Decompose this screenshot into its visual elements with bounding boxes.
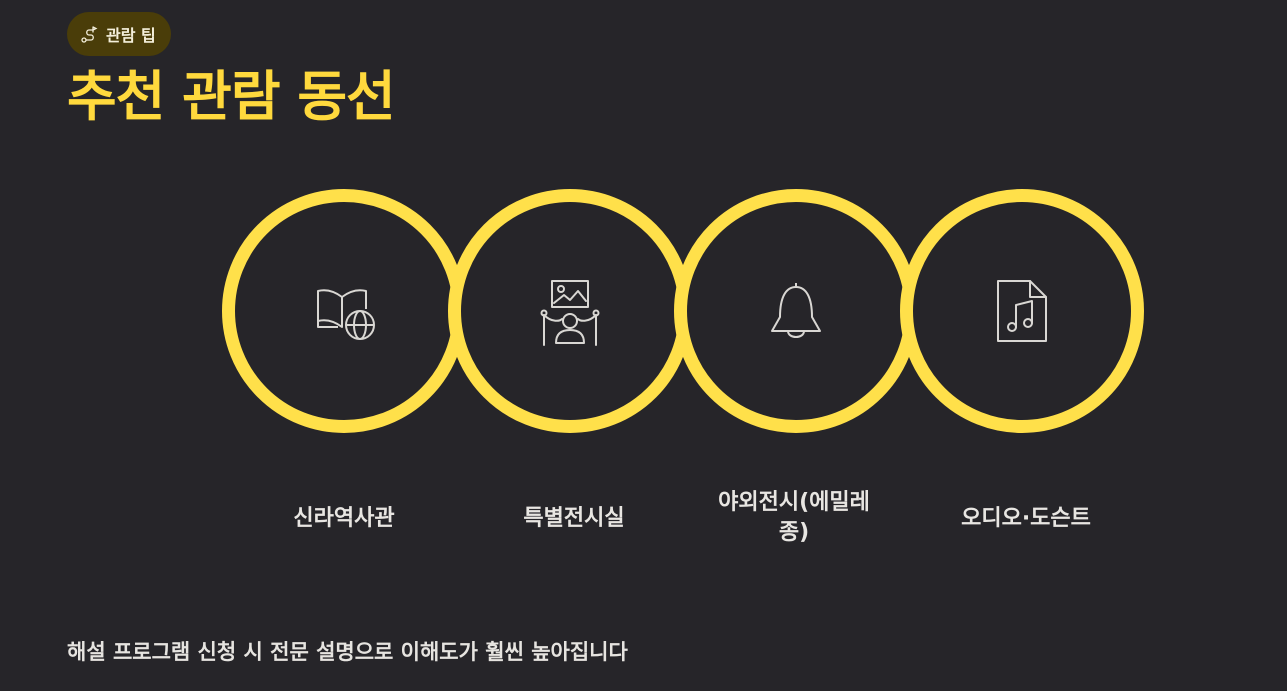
route-step-3 (674, 189, 918, 433)
tip-badge-label: 관람 팁 (106, 26, 156, 45)
route-step-2 (448, 189, 692, 433)
tip-badge: 관람 팁 (67, 12, 171, 56)
route-step-1 (222, 189, 466, 433)
page-title: 추천 관람 동선 (67, 65, 396, 128)
book-globe-icon (317, 289, 375, 340)
bell-icon (771, 283, 821, 338)
audio-file-icon (997, 280, 1047, 342)
footer-note: 해설 프로그램 신청 시 전문 설명으로 이해도가 훨씬 높아집니다 (67, 640, 628, 664)
route-step-label: 야외전시(에밀레종) (718, 490, 870, 545)
route-icon (80, 24, 100, 44)
route-step-label: 신라역사관 (293, 506, 395, 531)
gallery-exhibit-icon (540, 280, 600, 346)
route-step-label: 오디오·도슨트 (961, 506, 1091, 531)
route-step-label: 특별전시실 (523, 506, 625, 531)
route-step-4 (900, 189, 1144, 433)
